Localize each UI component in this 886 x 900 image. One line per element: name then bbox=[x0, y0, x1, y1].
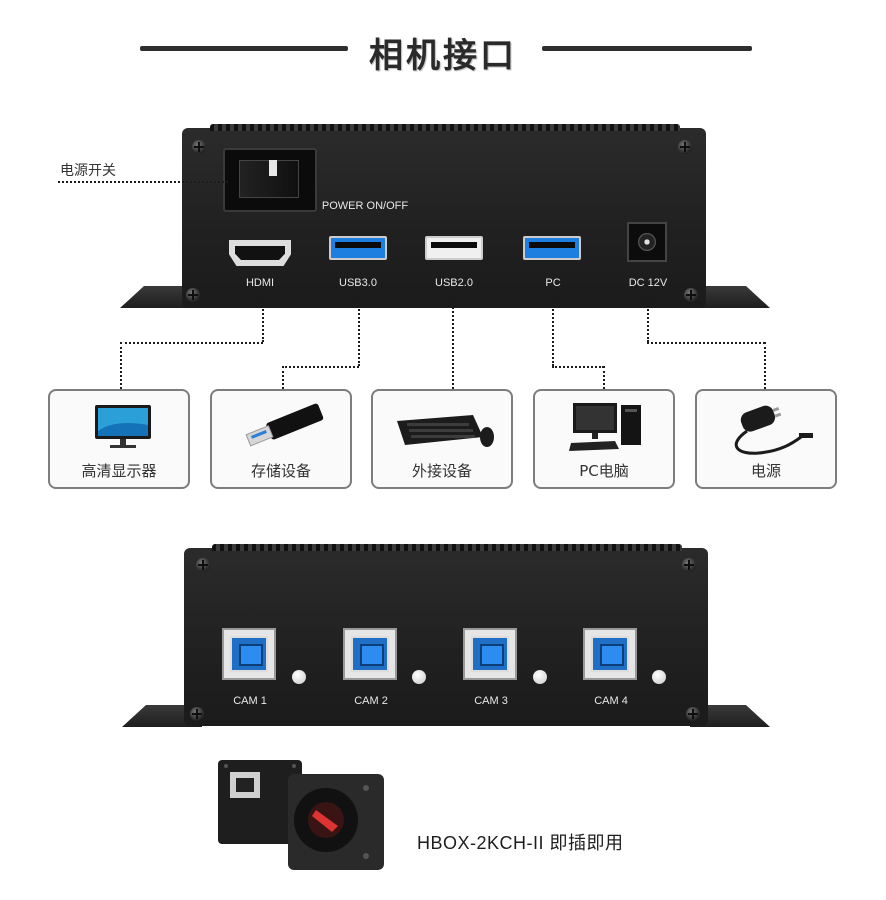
hdmi-port-label: HDMI bbox=[245, 277, 275, 289]
peripheral-label: 外接设备 bbox=[411, 462, 472, 480]
cam-port-2[interactable] bbox=[343, 628, 397, 680]
dc-port-label: DC 12V bbox=[628, 277, 668, 289]
screw-icon bbox=[192, 140, 206, 154]
callout-line bbox=[58, 181, 228, 183]
cam-port-4[interactable] bbox=[583, 628, 637, 680]
cam-port-1[interactable] bbox=[222, 628, 276, 680]
top-device-fins bbox=[210, 124, 680, 131]
peripheral-label: 存储设备 bbox=[250, 462, 311, 480]
cam-led-4 bbox=[652, 670, 666, 684]
peripheral-label: 高清显示器 bbox=[81, 462, 157, 480]
top-device-flange-left bbox=[120, 286, 200, 308]
usb-drive-icon bbox=[245, 403, 324, 447]
screw-icon bbox=[686, 707, 700, 721]
bottom-device-flange-right bbox=[690, 705, 770, 727]
peripheral-card-pc[interactable]: PC电脑 bbox=[533, 389, 675, 489]
hdmi-port[interactable] bbox=[229, 240, 291, 266]
usb2-port[interactable] bbox=[425, 236, 483, 260]
title-rule-right bbox=[542, 46, 752, 51]
connector-pc bbox=[552, 290, 554, 366]
peripheral-card-monitor[interactable]: 高清显示器 bbox=[48, 389, 190, 489]
screw-icon bbox=[682, 558, 696, 572]
bottom-device-fins bbox=[212, 544, 682, 551]
usb3-port-label: USB3.0 bbox=[339, 277, 377, 289]
peripheral-card-external[interactable]: 外接设备 bbox=[371, 389, 513, 489]
keyboard-mouse-icon bbox=[397, 415, 494, 447]
cam-port-label: CAM 2 bbox=[354, 695, 388, 707]
cam-port-label: CAM 1 bbox=[233, 695, 267, 707]
screw-icon bbox=[196, 558, 210, 572]
peripheral-card-storage[interactable]: 存储设备 bbox=[210, 389, 352, 489]
power-switch[interactable] bbox=[223, 148, 317, 212]
page-title: 相机接口 bbox=[369, 36, 517, 76]
connector-hdmi bbox=[262, 290, 264, 342]
cam-port-label: CAM 4 bbox=[594, 695, 628, 707]
usb3-port[interactable] bbox=[329, 236, 387, 260]
cam-led-3 bbox=[533, 670, 547, 684]
peripheral-label: 电源 bbox=[750, 462, 781, 480]
title-rule-left bbox=[140, 46, 348, 51]
cam-port-label: CAM 3 bbox=[474, 695, 508, 707]
bottom-device-flange-left bbox=[122, 705, 202, 727]
dc-power-jack[interactable] bbox=[627, 222, 667, 262]
monitor-icon bbox=[95, 405, 151, 448]
desktop-pc-icon bbox=[569, 403, 641, 451]
connector-usb3 bbox=[282, 366, 359, 368]
cam-led-2 bbox=[412, 670, 426, 684]
cam-port-3[interactable] bbox=[463, 628, 517, 680]
connector-dc bbox=[764, 342, 766, 389]
pc-port-label: PC bbox=[545, 277, 561, 289]
usb2-port-label: USB2.0 bbox=[435, 277, 473, 289]
connector-usb3 bbox=[282, 366, 284, 389]
peripheral-card-power[interactable]: 电源 bbox=[695, 389, 837, 489]
screw-icon bbox=[678, 140, 692, 154]
power-adapter-icon bbox=[734, 405, 813, 455]
screw-icon bbox=[190, 707, 204, 721]
power-switch-label: POWER ON/OFF bbox=[321, 200, 409, 212]
connector-dc bbox=[647, 290, 649, 342]
power-switch-callout: 电源开关 bbox=[60, 163, 116, 179]
screw-icon bbox=[186, 288, 200, 302]
connector-pc bbox=[603, 366, 605, 389]
connector-hdmi bbox=[120, 342, 122, 389]
industrial-camera-icon bbox=[218, 760, 384, 870]
connector-pc bbox=[552, 366, 604, 368]
top-device-flange-right bbox=[690, 286, 770, 308]
product-caption: HBOX-2KCH-II 即插即用 bbox=[417, 833, 624, 853]
peripheral-label: PC电脑 bbox=[579, 462, 629, 480]
connector-dc bbox=[647, 342, 765, 344]
power-switch-indicator bbox=[269, 160, 277, 176]
connector-usb2 bbox=[452, 290, 454, 389]
connector-usb3 bbox=[358, 290, 360, 366]
power-switch-rocker bbox=[239, 160, 299, 198]
cam-led-1 bbox=[292, 670, 306, 684]
screw-icon bbox=[684, 288, 698, 302]
connector-hdmi bbox=[120, 342, 263, 344]
pc-port[interactable] bbox=[523, 236, 581, 260]
